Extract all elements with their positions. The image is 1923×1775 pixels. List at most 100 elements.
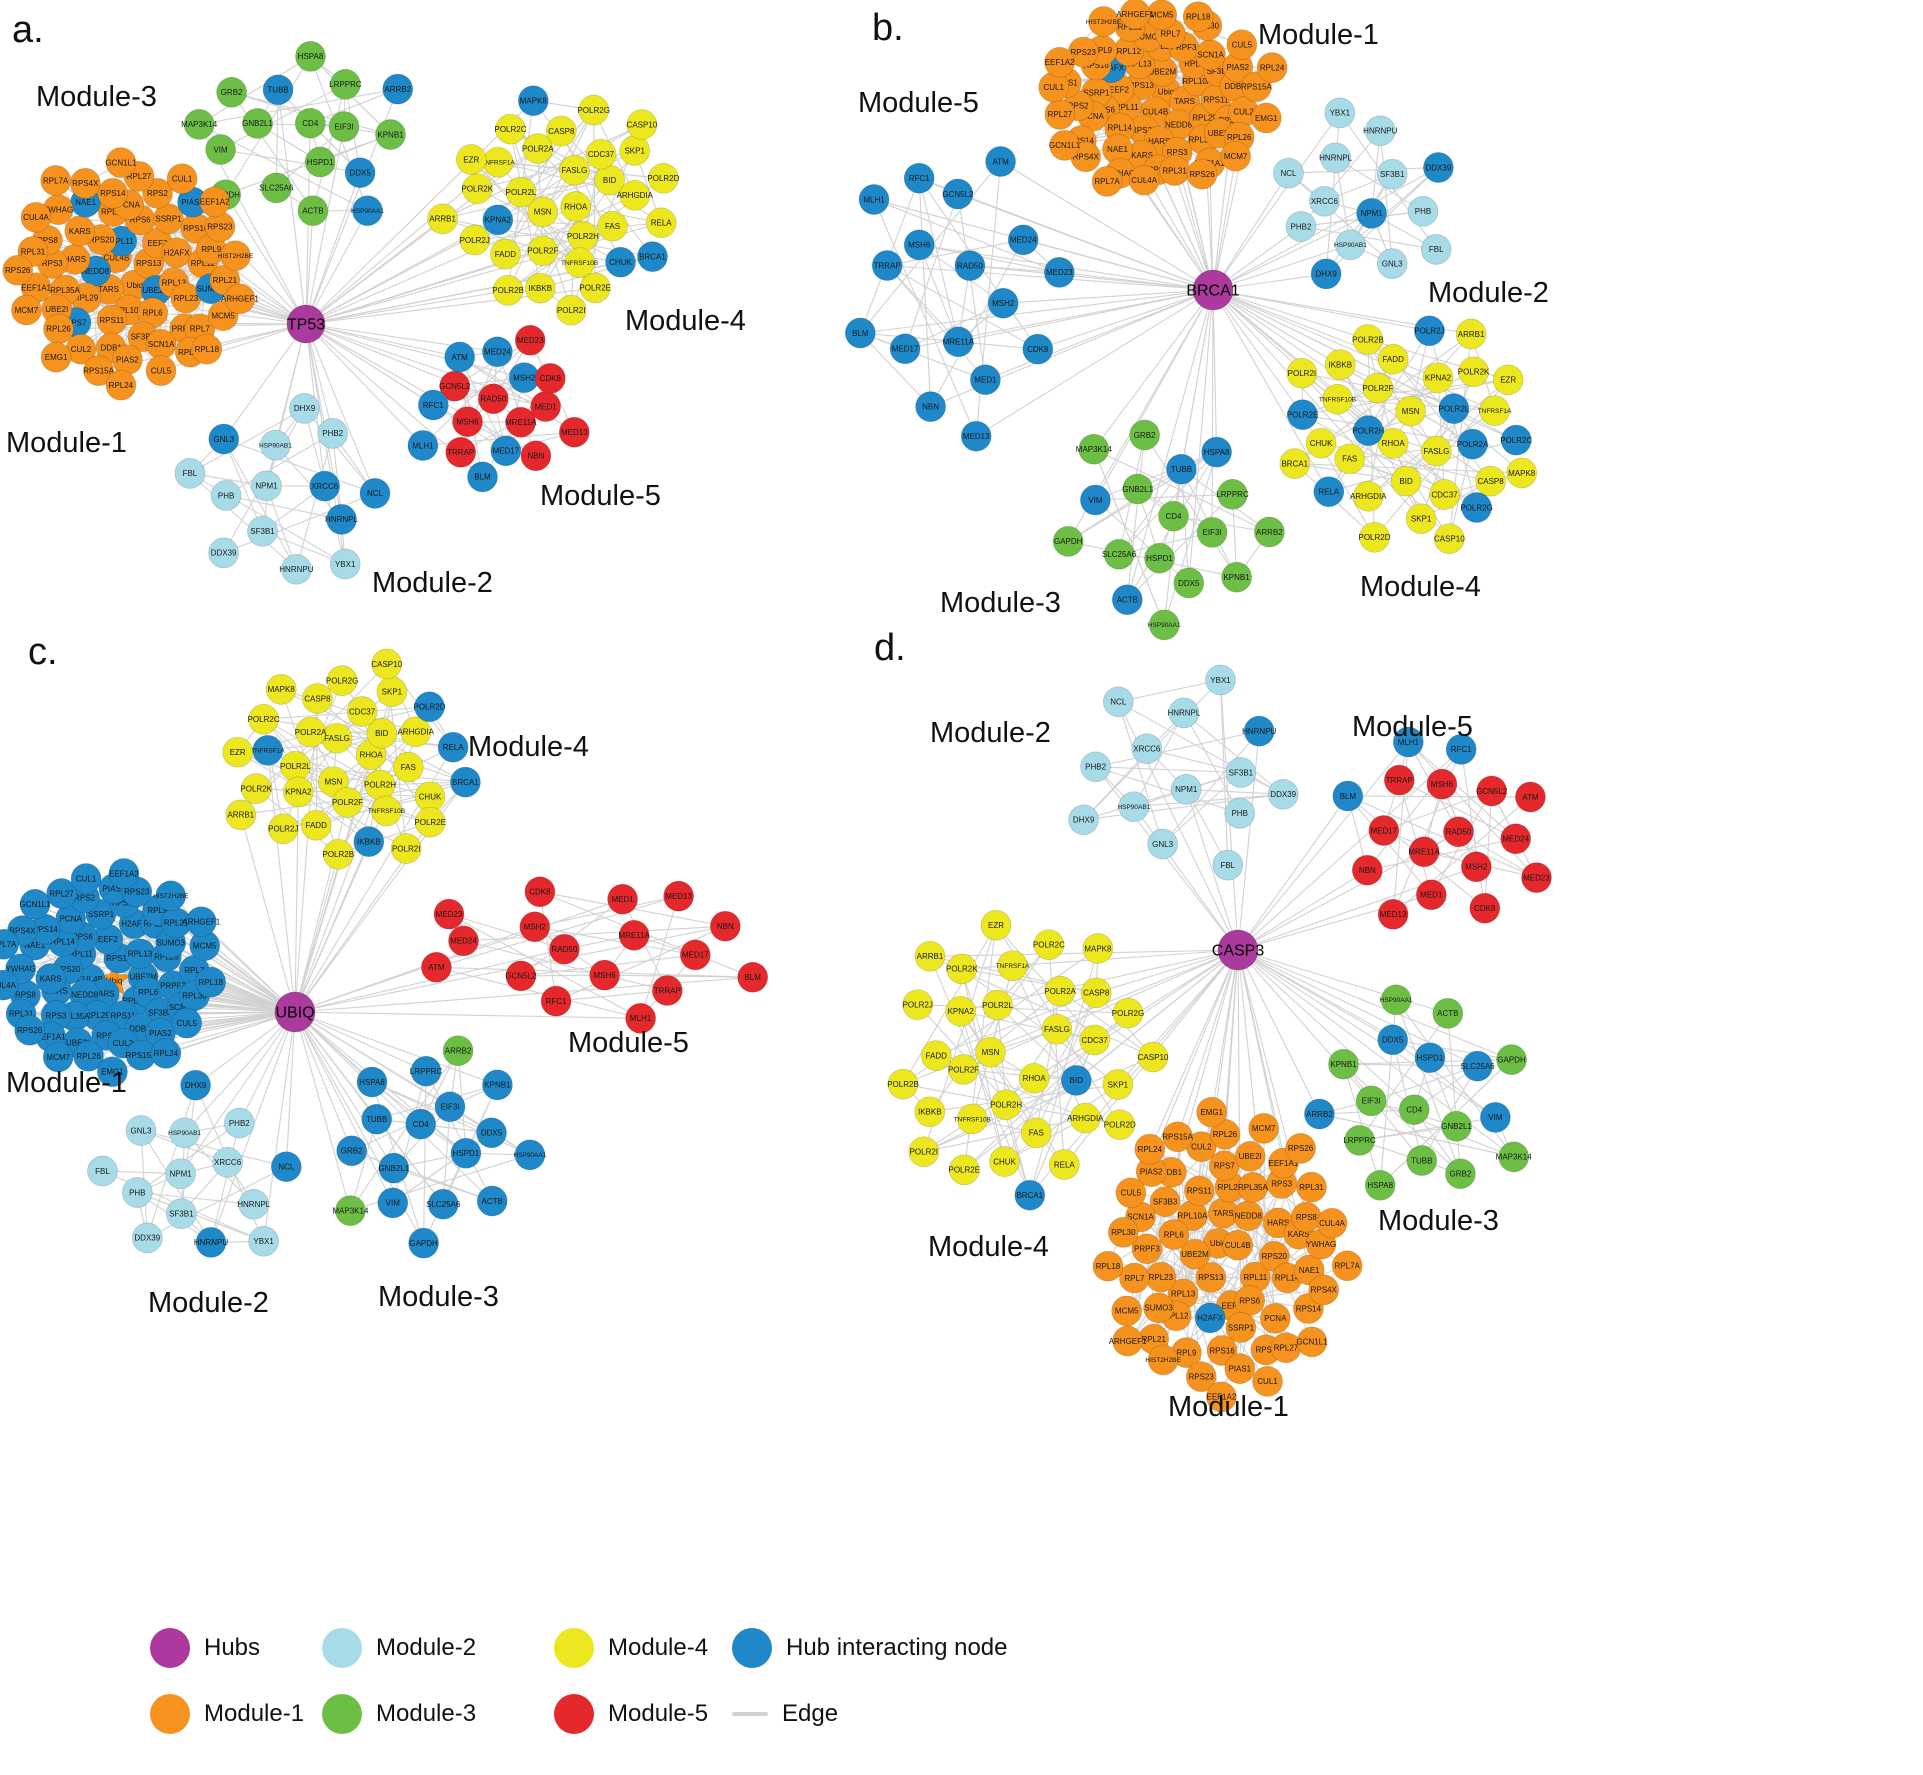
hub-edge [1212,112,1341,291]
node-label: FAS [401,763,416,772]
node-label: FBL [1429,245,1444,254]
edge [448,913,565,950]
node-VIM: VIM [1080,484,1111,516]
node-label: CD4 [1406,1106,1423,1115]
node-circle-icon [1254,516,1285,548]
node-SF3B1: SF3B1 [1225,757,1257,788]
node-label: POLR2L [1439,404,1470,413]
node-label: POLR2B [1352,335,1384,344]
node-circle-icon [155,880,187,912]
node-POLR2C: POLR2C [1033,929,1065,961]
hub-edge [1157,169,1214,291]
node-TNFRSF10B: TNFRSF10B [954,1103,991,1135]
panel-b-nodes: UbiqCUL4BRPS13TARSRPL11UBE2MNEDD8EEF2RPL… [844,0,1538,641]
node-label: NAE1 [1299,1266,1320,1275]
node-NCL: NCL [270,1151,302,1183]
edge [470,159,580,264]
panel-c: RHOAMSNFASLGPOLR2HPOLR2LBIDPOLR2FPOLR2AF… [0,631,769,1319]
node-label: RPL26 [1227,133,1252,142]
node-label: MSH6 [908,241,931,250]
node-XRCC6: XRCC6 [1309,185,1340,217]
node-circle-icon [300,809,332,841]
node-label: RPL13 [1127,60,1152,69]
edge [1342,1064,1381,1186]
node-circle-icon [242,108,273,139]
edge [442,1106,451,1205]
node-circle-icon [579,272,611,304]
node-label: POLR2E [949,1166,981,1175]
node-circle-icon [560,191,592,222]
edge [886,265,959,343]
module-label-d-module1: Module-1 [1168,1391,1289,1423]
node-label: ARHGEF1 [182,918,220,927]
edge [1347,795,1537,879]
hub-edge [305,205,576,325]
node-POLR2K: POLR2K [1458,356,1490,388]
node-label: RFC1 [546,997,567,1006]
node-VIM: VIM [205,134,236,165]
node-label: POLR2D [1358,533,1390,542]
node-label: RPL6 [143,309,164,318]
node-GAPDH: GAPDH [408,1227,439,1259]
node-label: FASLG [324,734,350,743]
node-label: ARRB2 [384,85,411,94]
node-RPL31: RPL31 [1159,155,1190,186]
node-label: RHOA [359,751,383,760]
node-label: TNFRSF10B [954,1116,991,1123]
node-label: MED13 [1380,910,1407,919]
node-circle-icon [35,963,67,994]
node-MCM7: MCM7 [1220,140,1251,172]
module-label-d-module3: Module-3 [1378,1205,1499,1237]
node-label: MCM5 [1115,1307,1139,1316]
node-POLR2I: POLR2I [1286,357,1318,389]
node-circle-icon [195,1227,227,1258]
node-label: EZR [230,748,246,757]
edge [231,91,345,128]
legend-item-hubs: Hubs [150,1628,322,1668]
node-label: GNB2L1 [242,119,273,128]
edge [255,788,339,855]
node-label: RPL6 [1184,59,1205,68]
node-label: SKP1 [1108,1080,1129,1089]
node-label: CUL1 [76,874,97,883]
node-circle-icon [461,173,493,205]
node-circle-icon [514,324,546,356]
hub-edge [1212,289,1430,332]
node-circle-icon [505,960,537,992]
node-HSP90AB1: HSP90AB1 [168,1117,201,1149]
node-label: DDB1 [101,344,123,353]
node-label: ARHGDIA [397,728,434,737]
node-label: RPL24 [1138,1145,1163,1154]
node-label: UBE2I [1239,1152,1262,1161]
node-CHUK: CHUK [989,1146,1020,1177]
node-circle-icon [210,480,242,511]
node-label: TARS [94,990,115,999]
node-label: POLR2F [948,1065,979,1074]
edge [223,438,264,532]
node-circle-icon [589,959,620,991]
node-label: GNB2L1 [1122,485,1153,494]
node-label: GRB2 [1134,431,1156,440]
hub-edge [1237,949,1512,1061]
node-label: HARS [1148,137,1170,146]
node-label: RPS4X [72,179,99,188]
node-label: FAS [605,222,620,231]
node-label: HNRNPL [1319,154,1352,163]
node-label: RPL13 [162,279,187,288]
edge [1067,468,1182,542]
module-3-swatch-icon [322,1694,362,1734]
node-circle-icon [1119,0,1151,30]
node-label: RPS4X [9,926,36,935]
node-label: RPS2 [147,189,168,198]
node-circle-icon [161,237,193,269]
node-circle-icon [709,910,741,942]
node-circle-icon [942,178,974,210]
node-label: POLR2A [295,728,327,737]
node-PHB: PHB [1224,798,1256,829]
node-MED23: MED23 [433,898,465,930]
node-circle-icon [476,1185,508,1217]
node-label: EEF2 [147,239,168,248]
node-circle-icon [410,1055,442,1087]
node-RPS26: RPS26 [1285,1133,1316,1164]
node-RAD50: RAD50 [549,933,580,965]
